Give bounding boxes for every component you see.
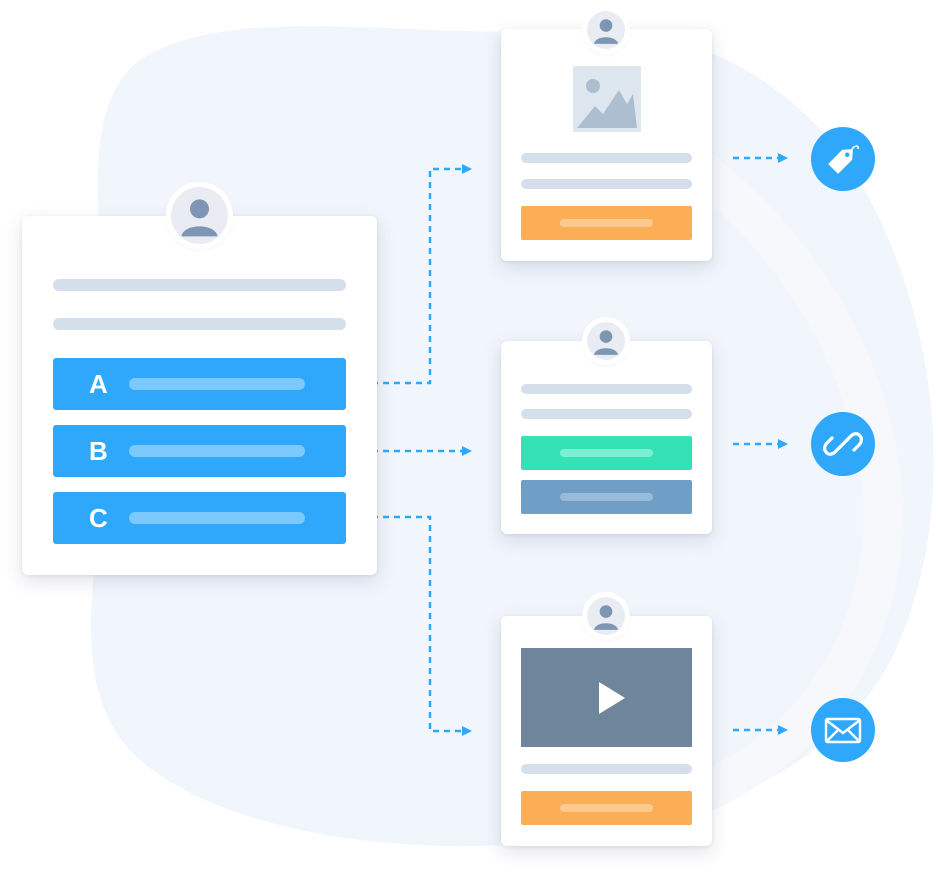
button-text-line	[560, 804, 653, 812]
user-avatar-icon	[587, 597, 625, 635]
text-line	[521, 179, 692, 189]
option-text-line	[129, 445, 305, 457]
result-card-image	[501, 29, 712, 261]
play-icon[interactable]	[521, 648, 692, 747]
cta-button[interactable]	[521, 206, 692, 240]
question-text-line	[53, 279, 346, 291]
option-b-button[interactable]: B	[53, 425, 346, 477]
text-line	[521, 764, 692, 774]
text-line	[521, 384, 692, 394]
text-line	[521, 153, 692, 163]
envelope-icon[interactable]	[811, 698, 875, 762]
question-text-line	[53, 318, 346, 330]
secondary-button[interactable]	[521, 480, 692, 514]
question-card: A B C	[22, 216, 377, 575]
video-player[interactable]	[521, 648, 692, 747]
button-text-line	[560, 219, 653, 227]
option-letter: C	[89, 503, 108, 533]
option-a-button[interactable]: A	[53, 358, 346, 410]
option-c-button[interactable]: C	[53, 492, 346, 544]
button-text-line	[560, 449, 653, 457]
user-avatar-icon	[171, 187, 228, 244]
result-card-buttons	[501, 341, 712, 534]
option-letter: A	[89, 369, 108, 399]
text-line	[521, 409, 692, 419]
image-placeholder-icon	[573, 66, 641, 132]
user-avatar-icon	[587, 11, 625, 49]
option-text-line	[129, 512, 305, 524]
primary-button[interactable]	[521, 436, 692, 470]
user-avatar-icon	[587, 322, 625, 360]
tag-icon[interactable]	[811, 127, 875, 191]
button-text-line	[560, 493, 653, 501]
result-card-video	[501, 616, 712, 846]
option-letter: B	[89, 436, 108, 466]
link-icon[interactable]	[811, 412, 875, 476]
cta-button[interactable]	[521, 791, 692, 825]
option-text-line	[129, 378, 305, 390]
